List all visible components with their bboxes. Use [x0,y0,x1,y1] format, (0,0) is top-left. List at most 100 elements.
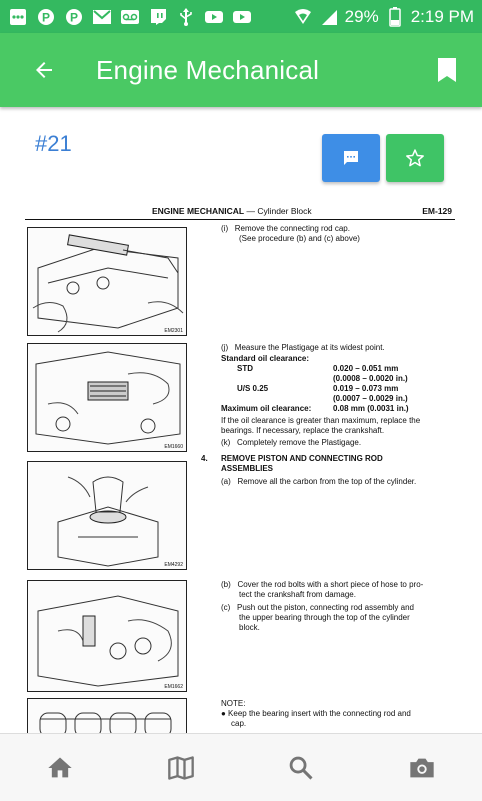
search-button[interactable] [276,743,326,793]
content-area[interactable]: #21 ENGINE MECHANICAL — Cylinder Block E… [0,107,482,733]
battery-percent: 29% [344,6,379,26]
manual-section-name: ENGINE MECHANICAL [152,206,245,216]
step-c-text2: the upper bearing through the top of the… [239,613,410,622]
home-button[interactable] [35,743,85,793]
youtube-icon [204,7,224,27]
bookmark-button[interactable] [432,50,462,90]
step-i-text: Remove the connecting rod cap. [234,224,350,233]
max-clearance-label: Maximum oil clearance: [221,404,312,413]
step-i-label: (i) [221,224,229,233]
comment-button[interactable] [322,134,380,182]
step-j-label: (j) [221,343,229,352]
step-j: (j) Measure the Plastigage at its widest… [221,343,385,353]
step-c-text3: block. [239,623,260,632]
bottom-navigation [0,733,482,801]
figure-remove-rod-cap: EM2301 [27,227,187,336]
usb-icon [176,7,196,27]
camera-button[interactable] [397,743,447,793]
status-time: 2:19 PM [410,6,474,26]
comment-icon [344,151,358,165]
step-i-text2: (See procedure (b) and (c) above) [239,234,360,243]
step-b-text1: Cover the rod bolts with a short piece o… [237,580,424,589]
note-title: NOTE: [221,699,246,708]
voicemail-icon [120,7,140,27]
app-bar: Engine Mechanical [0,33,482,107]
figure-code: EM2301 [164,328,183,334]
camera-icon [410,758,434,777]
home-icon [48,757,72,777]
manual-subsection-name: — Cylinder Block [244,206,312,216]
note-bullet-1-cont: cap. [231,719,247,728]
step-4-number: 4. [201,454,208,463]
step-j-text: Measure the Plastigage at its widest poi… [234,343,385,352]
step-4-title-line1: REMOVE PISTON AND CONNECTING ROD [221,454,383,463]
us-value-mm: 0.019 – 0.073 mm [333,384,399,393]
step-k-text: Completely remove the Plastigage. [237,438,362,447]
svg-text:P: P [70,10,78,24]
manual-page-code: EM-129 [422,206,452,216]
step-b: (b) Cover the rod bolts with a short pie… [221,580,423,600]
note-bullet-1: ● Keep the bearing insert with the conne… [221,709,411,718]
twitch-icon [148,7,168,27]
max-clearance-value: 0.08 mm (0.0031 in.) [333,404,409,413]
step-a-label: (a) [221,477,231,486]
notification-icons: P P [8,7,252,27]
manual-page-header: ENGINE MECHANICAL — Cylinder Block EM-12… [25,205,455,220]
step-a-text: Remove all the carbon from the top of th… [237,477,417,486]
figure-5-illustration [39,712,172,733]
figure-bearing-inserts [27,698,187,733]
hotspot-icon [293,7,313,27]
youtube-icon [232,7,252,27]
step-b-text2: tect the crankshaft from damage. [239,590,356,599]
step-c-text1: Push out the piston, connecting rod asse… [237,603,414,612]
figure-remove-carbon: EM4292 [27,461,187,570]
clearance-note-line1: If the oil clearance is greater than max… [221,416,421,425]
figure-push-out-piston: EM1662 [27,580,187,692]
step-a: (a) Remove all the carbon from the top o… [221,477,416,487]
email-icon [8,7,28,27]
manual-page: ENGINE MECHANICAL — Cylinder Block EM-12… [25,205,455,733]
step-c: (c) Push out the piston, connecting rod … [221,603,414,633]
std-value-mm: 0.020 – 0.051 mm [333,364,399,373]
pinterest-icon: P [64,7,84,27]
step-b-label: (b) [221,580,231,589]
std-clearance-title: Standard oil clearance: [221,354,310,363]
manual-section-title: ENGINE MECHANICAL — Cylinder Block [152,206,312,216]
status-bar: P P 29% 2:19 [0,0,482,33]
figure-code: EM1660 [164,444,183,450]
back-button[interactable] [22,48,66,92]
pinterest-icon: P [36,7,56,27]
note-block: NOTE: ● Keep the bearing insert with the… [221,699,411,729]
clearance-note: If the oil clearance is greater than max… [221,416,420,436]
svg-text:P: P [42,10,50,24]
figure-code: EM1662 [164,684,183,690]
figure-2-illustration [35,351,181,445]
step-4-title-line2: ASSEMBLIES [221,464,274,473]
figure-3-illustration [57,476,159,567]
gmail-icon [92,7,112,27]
step-k: (k) Completely remove the Plastigage. [221,438,361,448]
us-value-in: (0.0007 – 0.0029 in.) [333,394,408,403]
step-4-title: REMOVE PISTON AND CONNECTING ROD ASSEMBL… [221,454,383,474]
status-right: 29% 2:19 PM [293,6,474,27]
search-icon [289,756,313,780]
clearance-note-line2: bearings. If necessary, replace the cran… [221,426,385,435]
std-label: STD [237,364,253,373]
book-icon [167,755,194,780]
std-value-in: (0.0008 – 0.0020 in.) [333,374,408,383]
page-title: Engine Mechanical [96,54,320,85]
favorite-button[interactable] [386,134,444,182]
bookmark-icon [438,58,456,82]
back-arrow-icon [36,62,52,78]
figure-measure-plastigage: EM1660 [27,343,187,452]
signal-icon [319,7,339,27]
star-icon [406,149,424,167]
page-number: #21 [35,131,72,156]
figure-1-illustration [32,234,184,333]
step-k-label: (k) [221,438,231,447]
step-c-label: (c) [221,603,231,612]
book-button[interactable] [156,743,206,793]
us-label: U/S 0.25 [237,384,269,393]
battery-icon [385,6,405,27]
figure-4-illustration [37,595,179,687]
